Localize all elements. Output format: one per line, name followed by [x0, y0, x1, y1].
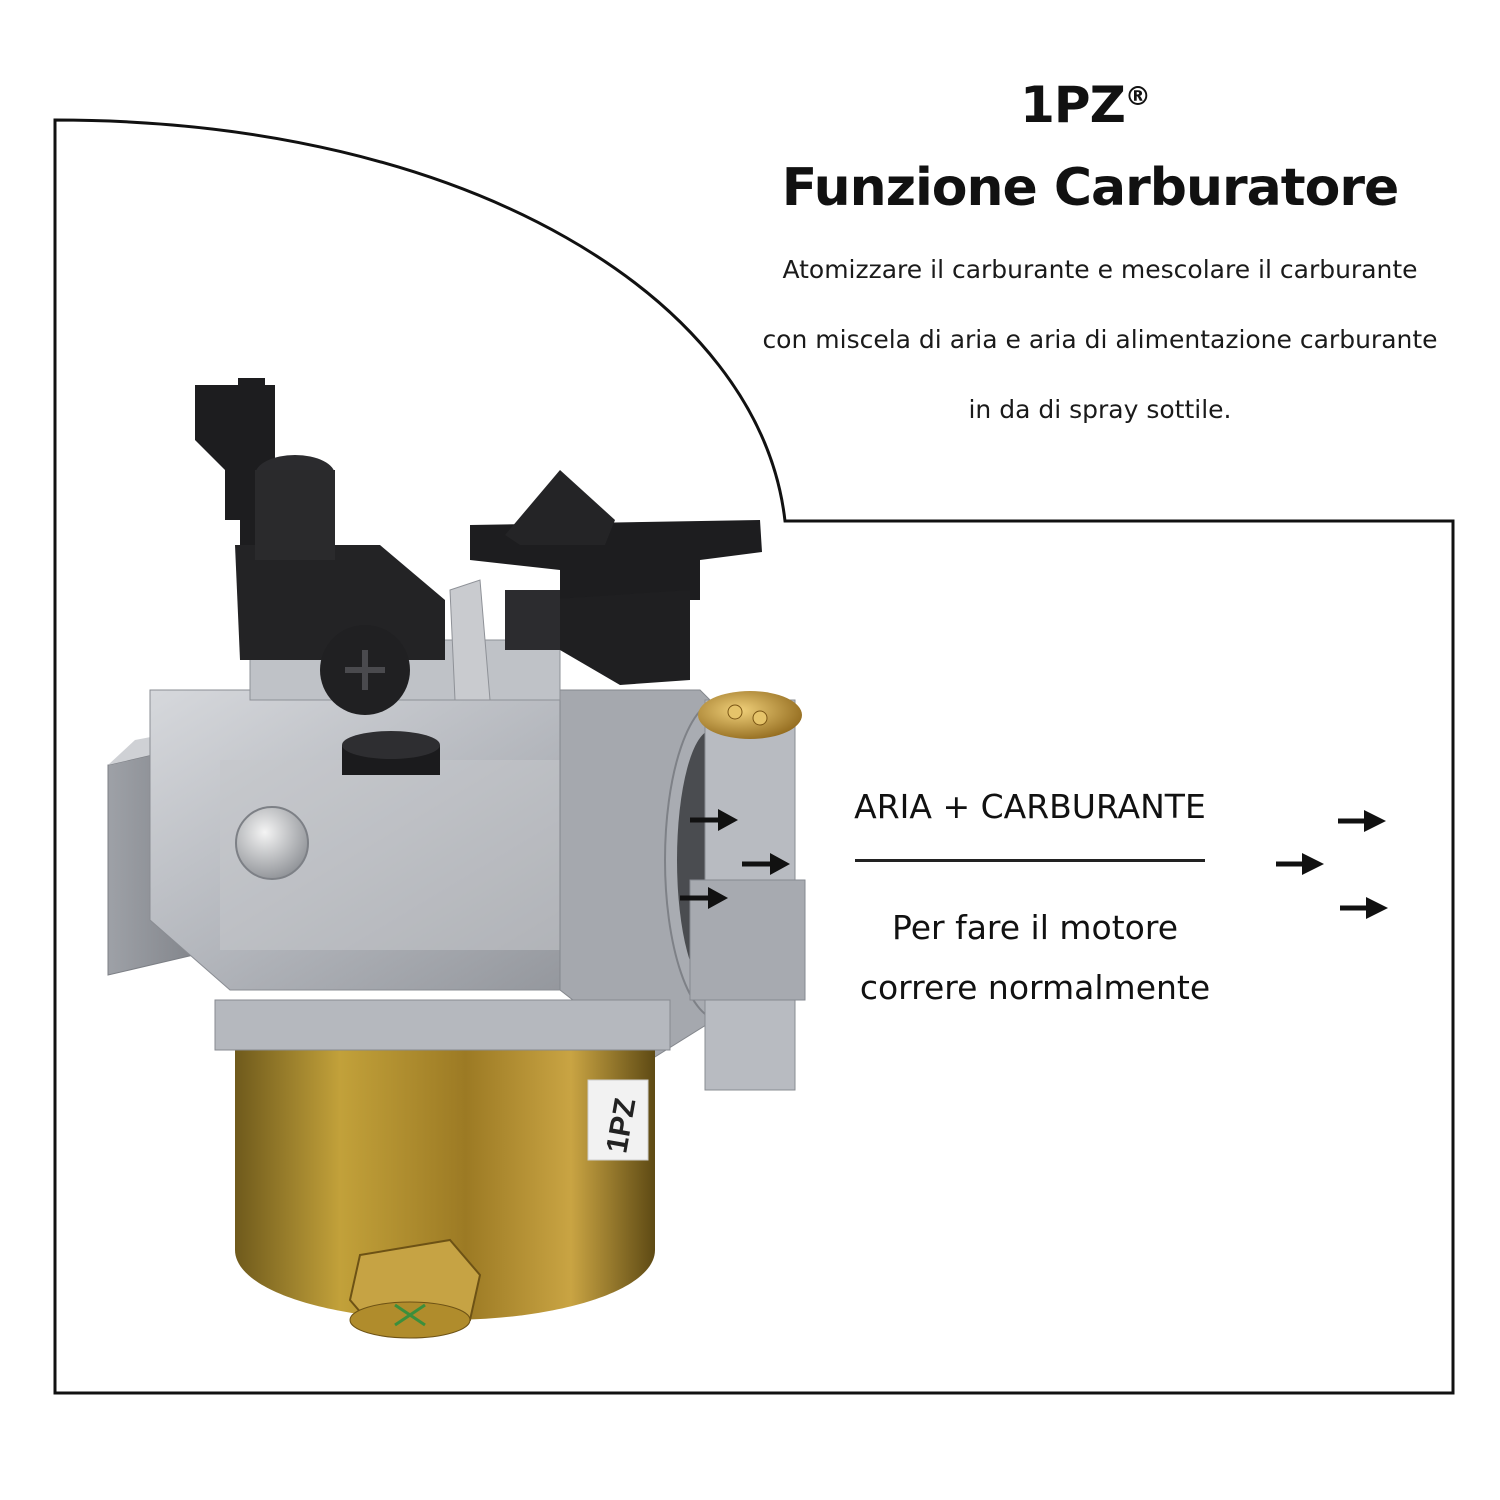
- carburetor-body: [107, 579, 806, 1339]
- flow-label-bottom-line: Per fare il motore: [892, 908, 1178, 947]
- arrow-icon-group-in: [680, 809, 790, 909]
- choke-lever: [195, 378, 445, 775]
- arrow-icon: [690, 809, 738, 831]
- arrow-icon: [680, 887, 728, 909]
- arrow-icon: [1276, 853, 1324, 875]
- page-title: Funzione Carburatore: [781, 158, 1400, 218]
- throttle-lever: [470, 470, 762, 685]
- arrow-icon-group-out: [1276, 810, 1388, 919]
- brand-heading: 1PZ®: [760, 70, 1410, 140]
- description-line: con miscela di aria e aria di alimentazi…: [762, 325, 1438, 354]
- registered-mark: ®: [1124, 82, 1151, 112]
- arrow-icon: [742, 853, 790, 875]
- description-line: in da di spray sottile.: [968, 395, 1232, 424]
- arrow-icon: [1338, 810, 1386, 832]
- frame-outline: [53, 118, 1455, 1395]
- flow-label-bottom-line: correre normalmente: [859, 968, 1211, 1007]
- flow-label-top: ARIA + CARBURANTE: [854, 787, 1206, 826]
- brand-name: 1PZ: [1020, 76, 1126, 134]
- flow-divider: [855, 859, 1205, 862]
- description-line: Atomizzare il carburante e mescolare il …: [782, 255, 1418, 284]
- arrow-icon: [1340, 897, 1388, 919]
- flow-label-bottom: Per fare il motore correre normalmente: [800, 898, 1270, 1018]
